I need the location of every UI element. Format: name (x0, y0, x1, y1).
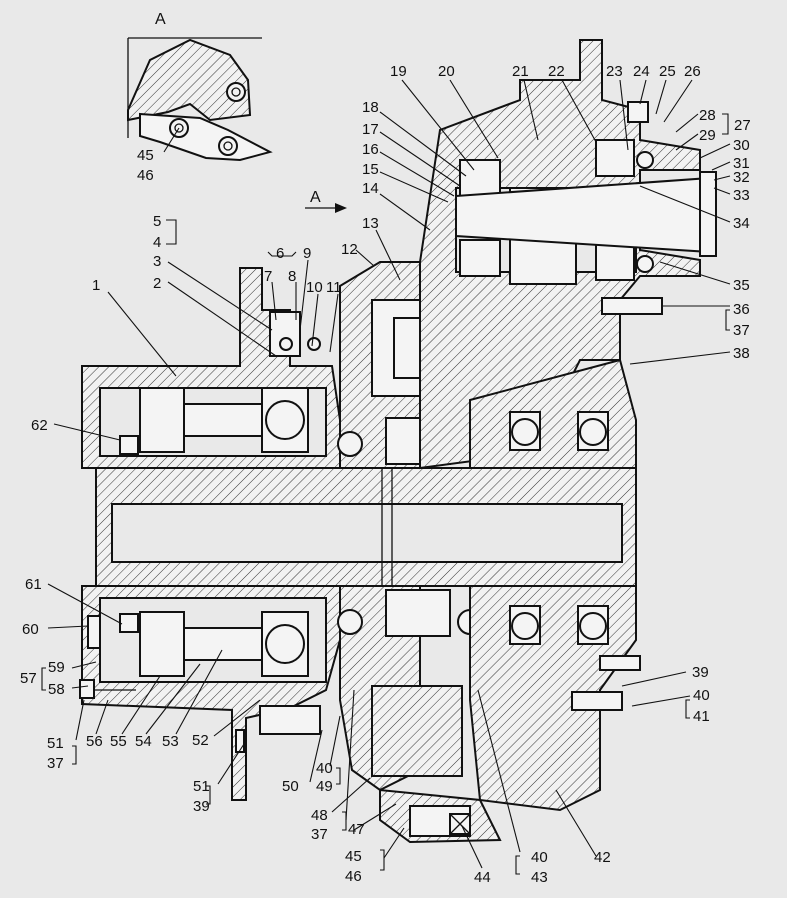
callout-53: 53 (162, 733, 179, 750)
callout-19: 19 (390, 63, 407, 80)
callout-37b: 37 (311, 826, 328, 843)
callout-51a: 51 (193, 778, 210, 795)
callout-30: 30 (733, 137, 750, 154)
callout-62: 62 (31, 417, 48, 434)
callout-17: 17 (362, 121, 379, 138)
callout-59: 59 (48, 659, 65, 676)
callout-48: 48 (311, 807, 328, 824)
callout-28: 28 (699, 107, 716, 124)
callout-43: 43 (531, 869, 548, 886)
callout-23: 23 (606, 63, 623, 80)
left-housing (81, 267, 341, 801)
view-label: A (155, 11, 166, 28)
ball-icon (636, 255, 654, 273)
callout-40c: 40 (316, 760, 333, 777)
callout-46b: 46 (137, 167, 154, 184)
callout-2: 2 (153, 275, 161, 292)
callout-16: 16 (362, 141, 379, 158)
callout-31: 31 (733, 155, 750, 172)
callout-1: 1 (92, 277, 100, 294)
ball-icon (579, 418, 607, 446)
ball-icon (337, 431, 363, 457)
callout-24: 24 (633, 63, 650, 80)
callout-52: 52 (192, 732, 209, 749)
callout-8: 8 (288, 268, 296, 285)
ball-icon (511, 612, 539, 640)
arrow-label: A (310, 189, 321, 206)
callout-12: 12 (341, 241, 358, 258)
callout-40a: 40 (693, 687, 710, 704)
callout-38: 38 (733, 345, 750, 362)
callout-56: 56 (86, 733, 103, 750)
callout-50: 50 (282, 778, 299, 795)
callout-29: 29 (699, 127, 716, 144)
ball-icon (636, 151, 654, 169)
callout-58: 58 (48, 681, 65, 698)
callout-41: 41 (693, 708, 710, 725)
bottom-output (235, 705, 502, 844)
main-shaft (95, 467, 637, 587)
ball-icon (279, 337, 293, 351)
callout-15: 15 (362, 161, 379, 178)
callout-40b: 40 (531, 849, 548, 866)
callout-20: 20 (438, 63, 455, 80)
view-a-inset (127, 37, 273, 162)
callout-47: 47 (348, 821, 365, 838)
callout-7: 7 (264, 268, 272, 285)
callout-34: 34 (733, 215, 750, 232)
callout-57: 57 (20, 670, 37, 687)
callout-26: 26 (684, 63, 701, 80)
callout-39a: 39 (692, 664, 709, 681)
callout-60: 60 (22, 621, 39, 638)
callout-5: 5 (153, 213, 161, 230)
callout-42: 42 (594, 849, 611, 866)
callout-18: 18 (362, 99, 379, 116)
ball-icon (579, 612, 607, 640)
callout-35: 35 (733, 277, 750, 294)
bolt-head-icon (169, 118, 189, 138)
ball-icon (337, 609, 363, 635)
right-housing (469, 358, 641, 812)
bolt-head-icon (226, 82, 246, 102)
callout-22: 22 (548, 63, 565, 80)
leader-lines (41, 79, 731, 875)
callout-37c: 37 (47, 755, 64, 772)
callout-4: 4 (153, 234, 161, 251)
callout-61: 61 (25, 576, 42, 593)
callout-32: 32 (733, 169, 750, 186)
callout-45a: 45 (345, 848, 362, 865)
callout-45b: 45 (137, 147, 154, 164)
callout-labels: A A 1 2 3 4 5 6 7 8 9 10 11 12 13 14 15 … (20, 11, 751, 886)
callout-33: 33 (733, 187, 750, 204)
callout-13: 13 (362, 215, 379, 232)
callout-10: 10 (306, 279, 323, 296)
callout-14: 14 (362, 180, 379, 197)
callout-9: 9 (303, 245, 311, 262)
callout-36: 36 (733, 301, 750, 318)
callout-49: 49 (316, 778, 333, 795)
callout-55: 55 (110, 733, 127, 750)
callout-11: 11 (326, 279, 342, 296)
ball-icon (265, 624, 305, 664)
callout-46a: 46 (345, 868, 362, 885)
callout-25: 25 (659, 63, 676, 80)
upper-housing (419, 39, 717, 470)
left-cover-details (79, 311, 321, 699)
callout-37a: 37 (733, 322, 750, 339)
view-arrow (305, 203, 347, 213)
ball-icon (307, 337, 321, 351)
callout-21: 21 (512, 63, 529, 80)
callout-27: 27 (734, 117, 751, 134)
callout-6: 6 (276, 245, 284, 262)
callout-3: 3 (153, 253, 161, 270)
ball-icon (511, 418, 539, 446)
callout-44: 44 (474, 869, 491, 886)
callout-51b: 51 (47, 735, 64, 752)
ball-icon (265, 400, 305, 440)
bolt-head-icon (218, 136, 238, 156)
callout-54: 54 (135, 733, 152, 750)
callout-39b: 39 (193, 798, 210, 815)
